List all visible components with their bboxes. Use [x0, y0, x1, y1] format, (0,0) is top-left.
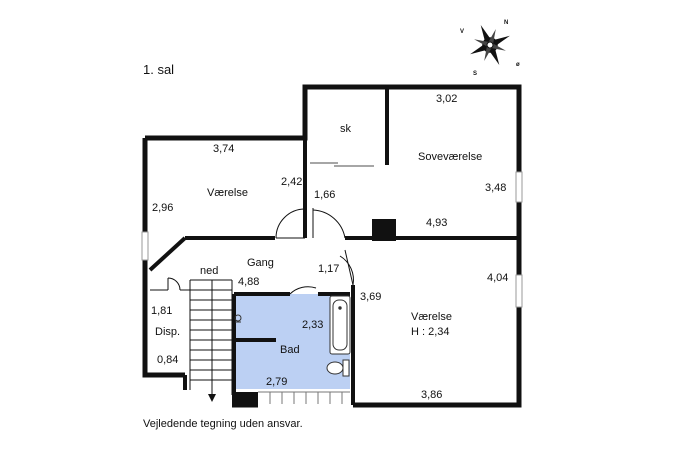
compass-west-label: V: [460, 29, 465, 35]
compass-east-label: ø: [516, 62, 520, 68]
room-label-gang: Gang: [247, 257, 274, 269]
compass-south-label: S: [473, 71, 478, 77]
dimension-label: 3,02: [436, 93, 458, 105]
bathtub: [329, 295, 351, 355]
room-label-disp: Disp.: [155, 326, 181, 338]
dimension-label: 3,74: [213, 143, 235, 155]
wall-block: [236, 392, 258, 406]
room-label-vaerelse-right: Værelse: [411, 311, 452, 323]
dimension-label: 1,66: [314, 189, 336, 201]
dimension-label: 4,04: [487, 272, 509, 284]
door-swings: [167, 208, 354, 295]
dimension-label: 3,86: [421, 389, 443, 401]
floor-label: 1. sal: [143, 62, 175, 77]
dimension-label: 0,84: [157, 354, 179, 366]
dimension-label: 1,17: [318, 263, 340, 275]
dimension-label: 2,79: [266, 376, 288, 388]
room-label-sk: sk: [340, 123, 351, 135]
compass-north-label: N: [504, 20, 509, 26]
dimension-label: 2,33: [302, 319, 324, 331]
dimension-label: 1,81: [151, 305, 173, 317]
interior-walls: [148, 87, 519, 405]
stair-arrow: [208, 394, 216, 402]
wardrobe-doors: [310, 162, 374, 167]
dimension-label: 4,93: [426, 217, 448, 229]
toilet: [326, 359, 350, 377]
chimney: [372, 219, 396, 241]
stair-lines: [150, 279, 233, 395]
room-label-bad: Bad: [280, 344, 300, 356]
compass-icon: [470, 25, 510, 65]
room-label-sovevaerelse: Soveværelse: [418, 151, 483, 163]
disclaimer-text: Vejledende tegning uden ansvar.: [143, 418, 303, 430]
dimension-label: 3,69: [360, 291, 382, 303]
room-label-vaerelse-left: Værelse: [207, 187, 248, 199]
room-height-label: H : 2,34: [411, 326, 450, 338]
sink: [234, 314, 242, 323]
windows: [141, 171, 523, 308]
dimension-label: 2,42: [281, 176, 303, 188]
dimension-label: 3,48: [485, 182, 507, 194]
bath-cabinet: [258, 391, 350, 404]
dimension-label: 2,96: [152, 202, 174, 214]
dimension-label: 4,88: [238, 276, 260, 288]
stair-label-ned: ned: [200, 265, 219, 277]
